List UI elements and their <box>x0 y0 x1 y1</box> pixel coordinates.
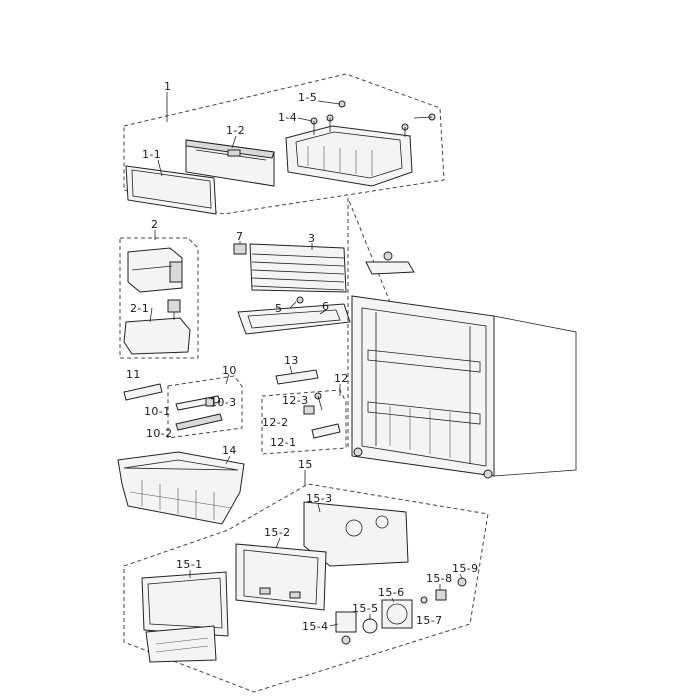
group-1-boundary <box>123 73 445 215</box>
label-15-8: 15-8 <box>426 572 453 585</box>
label-1-5: 1-5 <box>298 91 317 104</box>
leader-lines <box>149 92 463 627</box>
label-15-3: 15-3 <box>306 492 333 505</box>
part-11-bracket <box>123 383 163 401</box>
label-15-9: 15-9 <box>452 562 479 575</box>
part-15-1-door-outer <box>141 571 229 663</box>
part-2-1-ice-bucket <box>123 299 191 355</box>
part-1-1-drawer-front <box>125 165 217 215</box>
label-15-1: 15-1 <box>176 558 203 571</box>
label-10-3: 10-3 <box>210 396 237 409</box>
label-11: 11 <box>126 368 141 381</box>
label-12: 12 <box>334 372 349 385</box>
group-12-boundary <box>261 389 347 455</box>
part-2-icemaker <box>127 247 183 293</box>
label-5: 5 <box>275 302 282 315</box>
part-3-evaporator <box>249 243 347 293</box>
group-10-boundary <box>167 375 243 439</box>
part-1-2-drawer-cover <box>185 139 275 187</box>
label-14: 14 <box>222 444 237 457</box>
part-drawer-bin <box>285 125 413 187</box>
label-3: 3 <box>308 232 315 245</box>
label-1-2: 1-2 <box>226 124 245 137</box>
label-10: 10 <box>222 364 237 377</box>
label-10-2: 10-2 <box>146 427 173 440</box>
part-15-5-fan <box>362 618 378 634</box>
label-15-2: 15-2 <box>264 526 291 539</box>
label-7: 7 <box>236 230 243 243</box>
part-10-2-rail <box>175 413 223 431</box>
label-1-4: 1-4 <box>278 111 297 124</box>
label-1: 1 <box>164 80 171 93</box>
part-14-freezer-basket <box>117 451 245 525</box>
part-12-1-rail <box>311 423 341 439</box>
label-2: 2 <box>151 218 158 231</box>
group-2-boundary <box>119 237 199 359</box>
label-15-4: 15-4 <box>302 620 329 633</box>
label-15-6: 15-6 <box>378 586 405 599</box>
label-2-1: 2-1 <box>130 302 149 315</box>
part-15-9-screw <box>457 577 467 587</box>
part-15-8-bracket <box>435 589 447 601</box>
part-6-evaporator-cover <box>237 303 351 335</box>
label-12-1: 12-1 <box>270 436 297 449</box>
label-15: 15 <box>298 458 313 471</box>
part-5-screw <box>296 296 304 304</box>
label-12-3: 12-3 <box>282 394 309 407</box>
part-cabinet <box>351 295 577 479</box>
label-1-1: 1-1 <box>142 148 161 161</box>
part-15-2-door-liner <box>235 543 327 611</box>
part-12-2-rail <box>303 405 315 415</box>
label-6: 6 <box>322 300 329 313</box>
label-13: 13 <box>284 354 299 367</box>
label-12-2: 12-2 <box>262 416 289 429</box>
label-15-5: 15-5 <box>352 602 379 615</box>
part-12-3-screw <box>314 392 323 411</box>
part-1-5-screws <box>338 100 436 121</box>
label-15-7: 15-7 <box>416 614 443 627</box>
part-1-4-screws <box>310 114 409 137</box>
part-15-7-screw <box>420 596 428 604</box>
part-7-sensor <box>233 243 247 255</box>
part-13-bracket <box>275 369 319 385</box>
part-15-4-motor <box>335 611 357 645</box>
label-10-1: 10-1 <box>144 405 171 418</box>
part-10-3-clip <box>205 397 215 407</box>
part-15-3-door-panel <box>303 501 409 567</box>
part-15-6-fan-housing <box>381 599 413 629</box>
part-light-cover <box>365 251 415 275</box>
